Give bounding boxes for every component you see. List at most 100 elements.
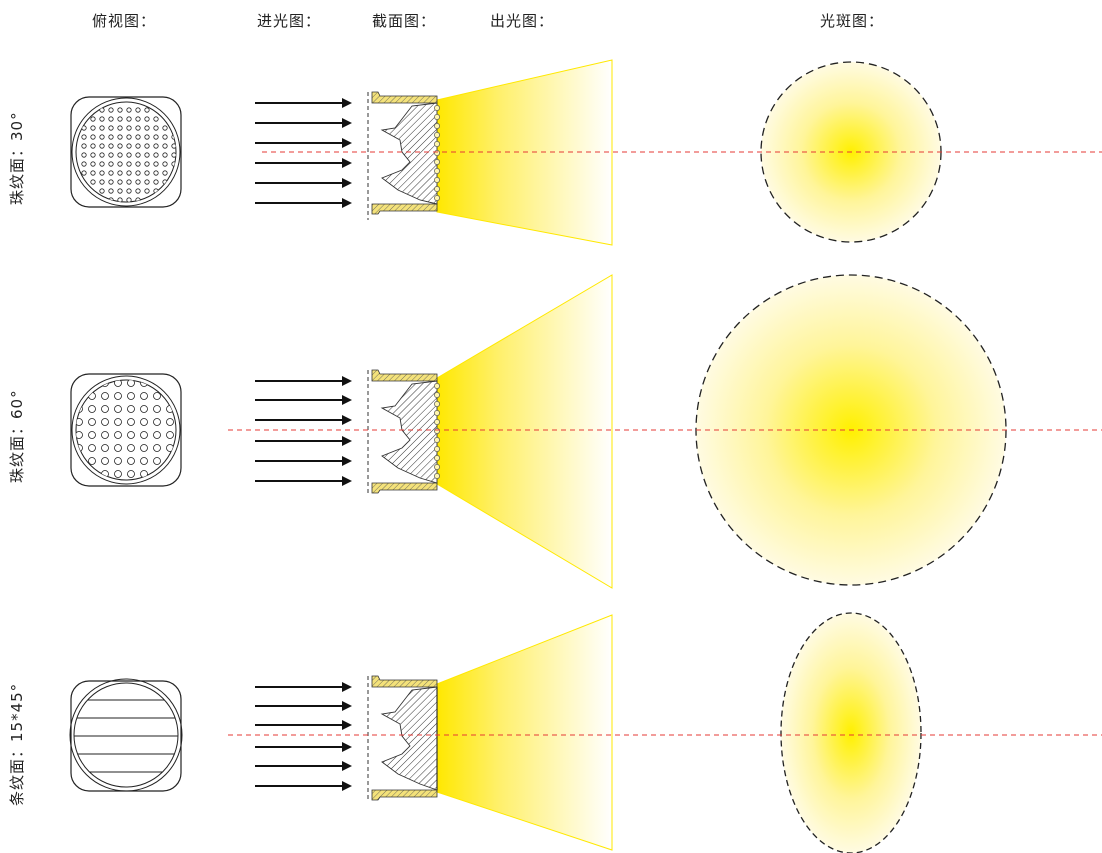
bead-dot [135,125,141,131]
bead-dot [99,161,105,167]
bead-dot [135,134,141,140]
bead-dot [135,170,141,176]
bead-dot [135,161,141,167]
bead-dot [127,392,135,400]
bead-dot [126,188,132,194]
bead-dot [99,170,105,176]
bead-dot [108,161,114,167]
bead-dot [114,444,122,452]
bead-dot [90,170,96,176]
bead-dot [108,107,114,113]
bead-dot [114,431,122,439]
bead-dot [90,116,96,122]
bead-dot [88,418,96,426]
bead-dot [99,134,105,140]
bead-dot [101,444,109,452]
bead-dot [90,125,96,131]
bead-dot [153,418,161,426]
bead-dot [90,143,96,149]
bead-dot [153,161,159,167]
light-spot [780,612,922,853]
bead-dot [114,470,122,478]
bead-dot [117,188,123,194]
bead-dot [108,143,114,149]
row-beaded-60 [70,274,1102,589]
bead-dot [126,143,132,149]
bead-dot [117,179,123,185]
bead-pattern [81,107,176,202]
bead-dot [162,170,168,176]
bead-dot [81,152,87,158]
bead-dot [171,143,176,149]
bead-dot [76,418,83,426]
bead-dot [126,161,132,167]
bead-dot [127,418,135,426]
bead-dot [144,116,150,122]
bead-dot [126,107,132,113]
header-top-view: 俯视图： [92,12,157,30]
bead-dot [153,143,159,149]
bead-dot [153,152,159,158]
bead-dot [127,380,135,387]
bead-dot [153,125,159,131]
bead-dot [162,143,168,149]
bead-dot [135,143,141,149]
bead-dot [90,134,96,140]
bead-dot [108,116,114,122]
bead-dot [144,107,150,113]
bead-dot [126,170,132,176]
row-beaded-30 [70,59,1102,246]
bead-dot [153,392,161,400]
bead-dot [99,125,105,131]
incoming-light-arrows [255,682,352,791]
lens-cross-section [367,369,440,496]
bead-dot [108,152,114,158]
bead-dot [114,418,122,426]
bead-dot [153,179,159,185]
bead-dot [114,392,122,400]
row-striped-15x45 [69,612,1102,853]
bead-dot [99,143,105,149]
header-incoming-light: 进光图： [257,12,322,30]
header-light-spot: 光斑图： [820,12,885,30]
bead-dot [144,143,150,149]
bead-dot [166,431,174,439]
bead-dot [101,431,109,439]
bead-dot [140,405,148,413]
bead-dot [101,392,109,400]
incoming-light-arrows [255,98,352,208]
bead-dot [108,125,114,131]
bead-dot [144,152,150,158]
bead-dot [101,405,109,413]
bead-dot [135,188,141,194]
lens-cross-section [367,675,438,802]
bead-dot [101,457,109,465]
bead-dot [108,179,114,185]
bead-dot [81,161,87,167]
bead-dot [126,197,132,202]
bead-dot [117,116,123,122]
bead-dot [117,107,123,113]
bead-dot [126,116,132,122]
bead-dot [140,392,148,400]
bead-dot [108,134,114,140]
bead-dot [117,125,123,131]
bead-dot [127,444,135,452]
bead-dot [127,431,135,439]
bead-dot [144,179,150,185]
bead-dot [81,170,87,176]
bead-dot [76,431,83,439]
bead-dot [140,431,148,439]
bead-dot [140,418,148,426]
bead-dot [153,134,159,140]
header-cross-section: 截面图： [372,12,437,30]
top-view-beaded-60 [70,373,182,487]
bead-dot [126,152,132,158]
bead-dot [99,116,105,122]
bead-dot [153,431,161,439]
bead-dot [114,457,122,465]
bead-dot [108,188,114,194]
bead-dot [88,431,96,439]
bead-dot [127,457,135,465]
